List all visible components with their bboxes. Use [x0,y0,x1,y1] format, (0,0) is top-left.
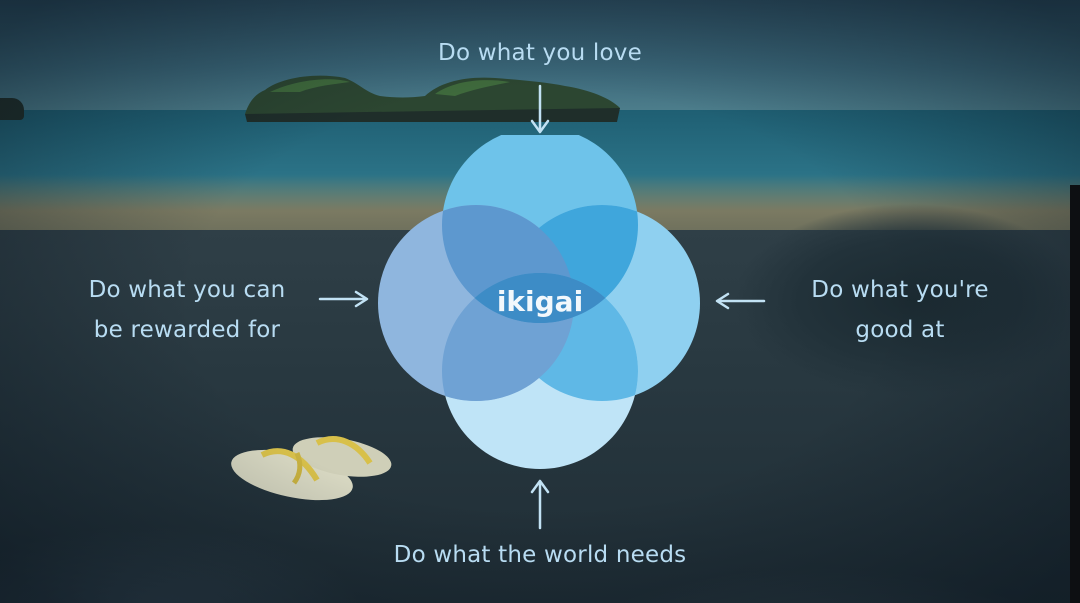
flip-flops-image [231,436,392,501]
label-rewarded-line2: be rewarded for [93,317,281,343]
label-rewarded-for: Do what you can be rewarded for [52,270,322,350]
rock-outcrop [680,190,1080,430]
ikigai-center-label: ikigai [496,285,584,318]
label-good-at-line2: good at [855,317,945,343]
label-world-needs: Do what the world needs [393,542,687,568]
label-do-what-you-love: Do what you love [438,40,642,66]
label-good-at-line1: Do what you're [811,277,989,303]
window-edge [1070,185,1080,603]
label-rewarded-line1: Do what you can [88,277,286,303]
distant-islet [0,98,24,120]
island [245,72,620,122]
ikigai-venn-diagram [378,135,700,469]
label-good-at: Do what you're good at [780,270,1020,350]
